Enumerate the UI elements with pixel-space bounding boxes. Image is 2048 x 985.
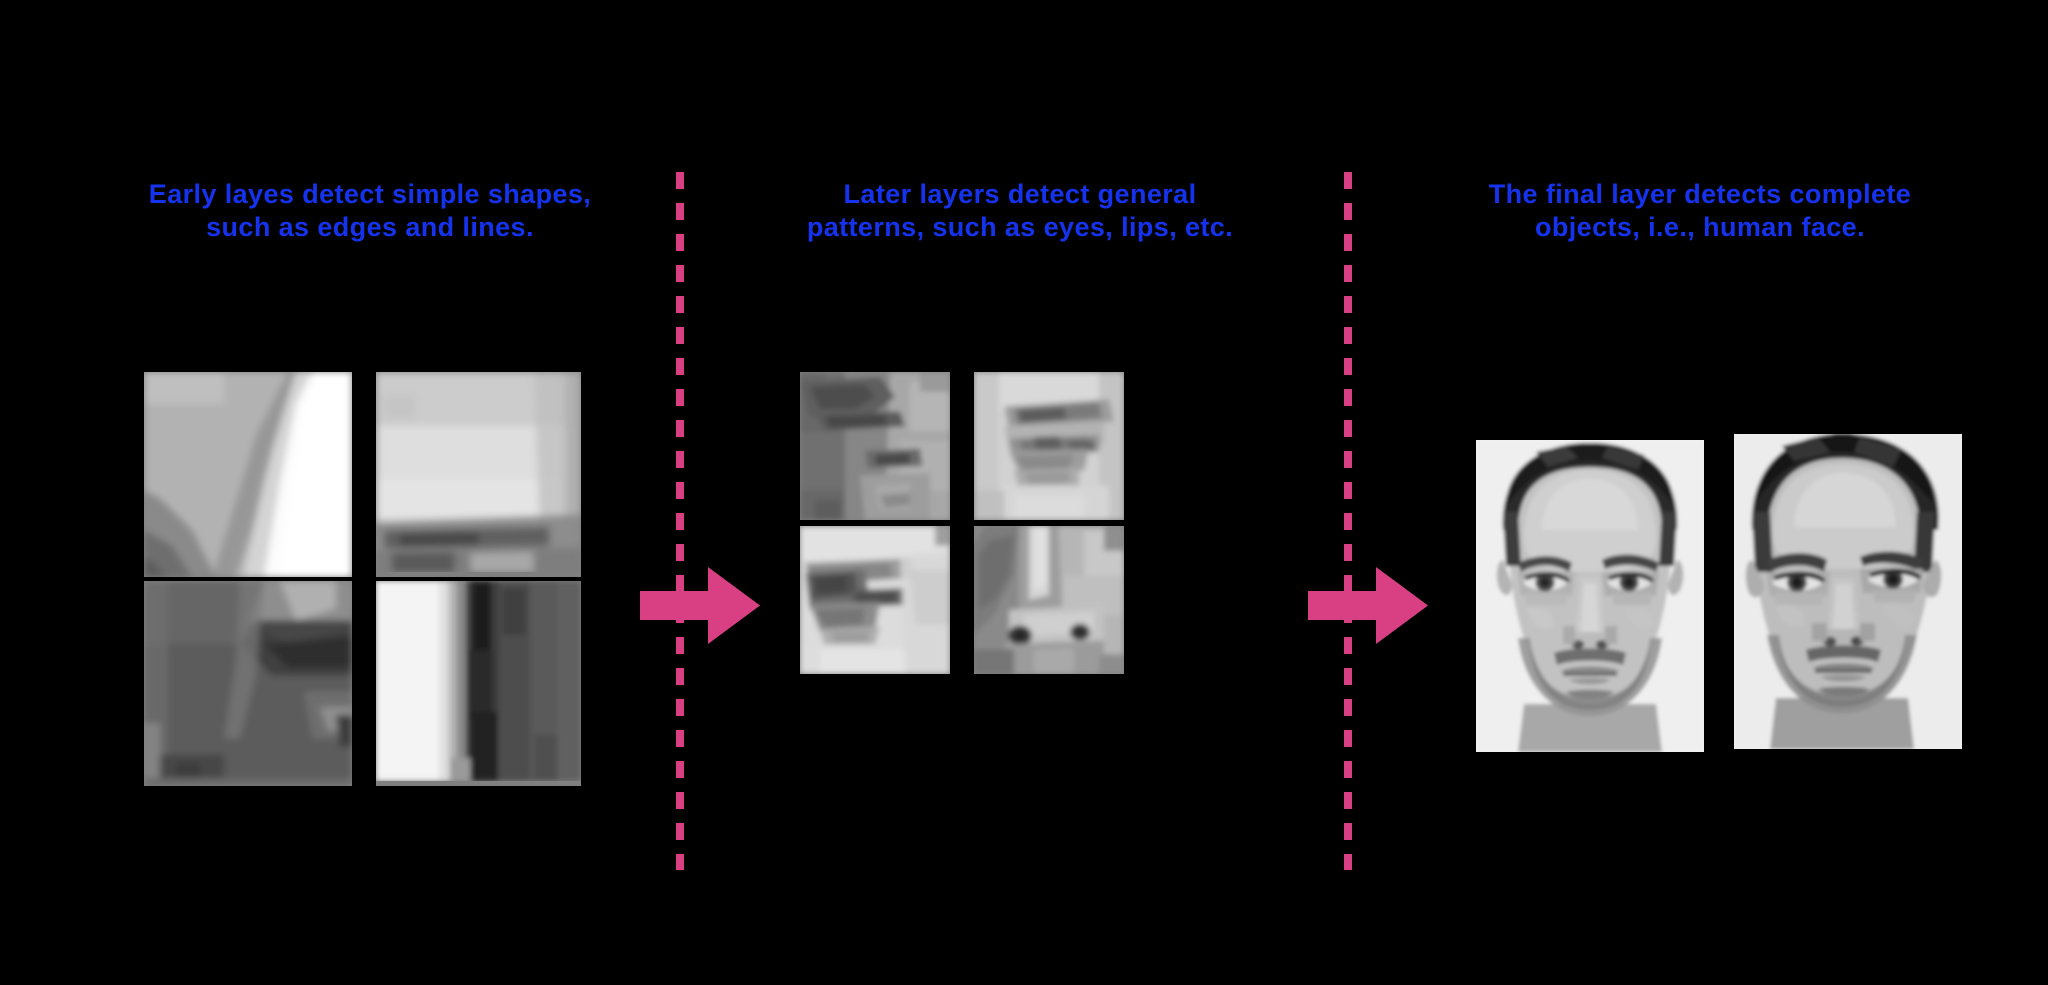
face-photo-1 [1476,440,1704,752]
divider-1 [676,172,684,870]
early-layer-tile-grid [144,372,581,786]
edge-patch-diagonal-streak [144,581,352,786]
caption-final-layer: The final layer detects complete objects… [1488,179,1912,242]
feature-patch-eye-right [974,372,1124,520]
feature-patch-eye-left [800,526,950,674]
arrow-1 [640,563,760,648]
feature-patch-lips [800,372,950,520]
caption-later-layers: Later layers detect general patterns, su… [806,179,1234,242]
feature-patch-nose [974,526,1124,674]
edge-patch-vertical-line [376,581,581,786]
edge-patch-horizontal-dark-band [376,372,581,577]
later-layer-tile-grid [800,372,1124,674]
caption-early-layers: Early layes detect simple shapes, such a… [148,179,592,242]
arrow-2 [1308,563,1428,648]
divider-2 [1344,172,1352,870]
edge-patch-diagonal-bright-right [144,372,352,577]
face-photo-2 [1734,434,1962,749]
